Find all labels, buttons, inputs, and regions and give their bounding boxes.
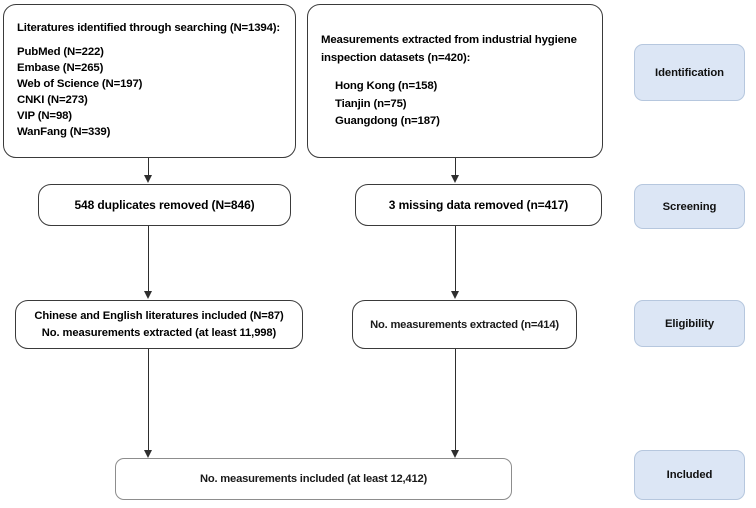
arrowhead-left-screening [143,175,152,183]
source-item-hong-kong: Hong Kong (n=158) [335,80,438,93]
source-item-vip: VIP (N=98) [17,109,72,122]
left-screening-text: 548 duplicates removed (N=846) [74,198,255,212]
left-identification-sources: PubMed (N=222) Embase (N=265) Web of Sci… [17,45,285,141]
connector-left-eligibility-to-included [147,349,149,451]
stage-label-eligibility: Eligibility [634,300,745,347]
right-screening-text: 3 missing data removed (n=417) [388,198,569,212]
box-right-eligibility: No. measurements extracted (n=414) [352,300,577,349]
right-identification-sources: Hong Kong (n=158) Tianjin (n=75) Guangdo… [321,78,592,130]
stage-label-identification: Identification [634,44,745,101]
stage-label-screening: Screening [634,184,745,229]
box-left-identification: Literatures identified through searching… [3,4,296,158]
box-left-screening: 548 duplicates removed (N=846) [38,184,291,226]
right-identification-title-line1: Measurements extracted from industrial h… [321,33,577,46]
source-item-embase: Embase (N=265) [17,62,104,75]
left-identification-title: Literatures identified through searching… [17,22,281,35]
arrowhead-left-eligibility [143,291,152,299]
arrowhead-included-left [143,450,152,458]
source-item-wanfang: WanFang (N=339) [17,125,111,138]
right-eligibility-text: No. measurements extracted (n=414) [370,318,559,331]
connector-right-eligibility-to-included [454,349,456,451]
connector-left-screening-to-eligibility [147,226,149,292]
connector-right-screening-to-eligibility [454,226,456,292]
source-item-web-of-science: Web of Science (N=197) [17,78,143,91]
source-item-tianjin: Tianjin (n=75) [335,97,407,110]
connector-left-identification-to-screening [147,158,149,177]
right-identification-title-line2: inspection datasets (n=420): [321,51,471,64]
stage-label-included: Included [634,450,745,500]
arrowhead-included-right [450,450,459,458]
left-eligibility-line2: No. measurements extracted (at least 11,… [41,326,277,339]
box-included: No. measurements included (at least 12,4… [115,458,512,500]
left-eligibility-text: Chinese and English literatures included… [34,308,283,340]
included-text: No. measurements included (at least 12,4… [199,473,428,485]
arrowhead-right-eligibility [450,291,459,299]
box-right-screening: 3 missing data removed (n=417) [355,184,602,226]
right-identification-title: Measurements extracted from industrial h… [321,32,592,67]
source-item-guangdong: Guangdong (n=187) [335,114,440,127]
box-left-eligibility: Chinese and English literatures included… [15,300,303,349]
source-item-pubmed: PubMed (N=222) [17,46,104,59]
box-right-identification: Measurements extracted from industrial h… [307,4,603,158]
left-eligibility-line1: Chinese and English literatures included… [34,310,284,323]
source-item-cnki: CNKI (N=273) [17,94,88,107]
arrowhead-right-screening [450,175,459,183]
connector-right-identification-to-screening [454,158,456,177]
